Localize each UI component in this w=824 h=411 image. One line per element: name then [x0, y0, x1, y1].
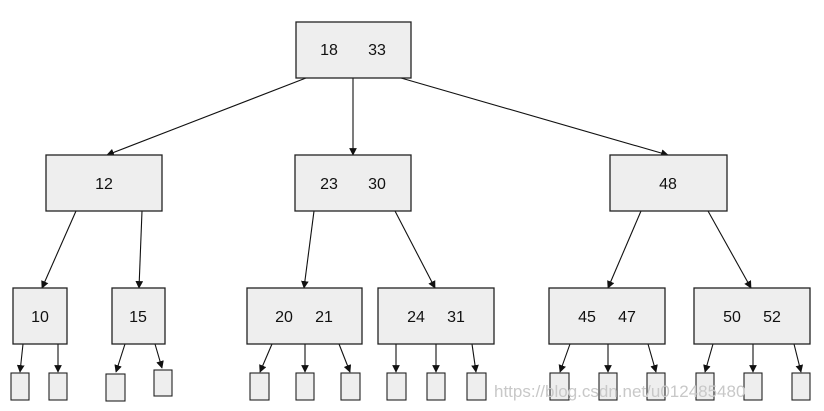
node-23-30: 23 30	[294, 154, 412, 212]
edge-arrow-7	[394, 210, 436, 289]
edge-arrow-4	[41, 210, 77, 289]
root-key-2: 33	[368, 42, 386, 59]
edge-arrow-12	[114, 343, 126, 373]
node-20-21-box	[246, 287, 363, 345]
node-23-30-key-2: 30	[368, 176, 386, 193]
leaf-node-11	[549, 372, 570, 401]
node-50-52-key-2: 52	[763, 309, 781, 326]
node-10: 10	[12, 287, 68, 345]
node-24-31-key-1: 24	[407, 309, 425, 326]
node-15: 15	[111, 287, 166, 345]
edge-arrow-20	[558, 343, 571, 373]
root-node-box	[295, 21, 412, 79]
node-20-21-key-2: 21	[315, 309, 333, 326]
node-20-21: 20 21	[246, 287, 363, 345]
tree-edges	[16, 77, 804, 373]
leaf-node-2	[48, 372, 68, 401]
edge-arrow-23	[703, 343, 714, 373]
node-23-30-box	[294, 154, 412, 212]
node-10-key: 10	[31, 309, 49, 326]
node-15-box	[111, 287, 166, 345]
node-12-box	[45, 154, 163, 212]
leaf-node-12	[598, 372, 618, 401]
root-key-1: 18	[320, 42, 338, 59]
leaf-node-9	[426, 372, 446, 401]
edge-arrow-14	[259, 343, 273, 373]
node-24-31-box	[377, 287, 495, 345]
node-45-47-box	[548, 287, 666, 345]
edge-arrow-19	[471, 343, 479, 373]
leaf-nodes	[10, 369, 811, 402]
edge-arrow-25	[793, 343, 804, 373]
node-48-key: 48	[659, 176, 677, 193]
node-48: 48	[609, 154, 728, 212]
edge-arrow-1	[106, 77, 307, 157]
leaf-node-4	[153, 369, 173, 397]
edge-arrow-9	[707, 210, 752, 289]
node-50-52-box	[693, 287, 811, 345]
leaf-node-5	[249, 372, 270, 401]
leaf-node-10	[466, 372, 487, 401]
leaf-node-8	[386, 372, 407, 401]
leaf-node-13	[646, 372, 666, 401]
leaf-node-7	[340, 372, 361, 401]
leaf-node-1	[10, 372, 30, 401]
node-10-box	[12, 287, 68, 345]
node-15-key: 15	[129, 309, 147, 326]
node-45-47-key-2: 47	[618, 309, 636, 326]
edge-arrow-8	[607, 210, 642, 289]
node-50-52: 50 52	[693, 287, 811, 345]
leaf-node-3	[105, 373, 126, 402]
leaf-node-16	[791, 372, 811, 401]
leaf-node-15	[743, 372, 763, 401]
node-20-21-key-1: 20	[275, 309, 293, 326]
watermark-text: https://blog.csdn.net/u012485480	[494, 382, 745, 401]
edge-arrow-16	[338, 343, 352, 373]
node-24-31: 24 31	[377, 287, 495, 345]
node-48-box	[609, 154, 728, 212]
node-50-52-key-1: 50	[723, 309, 741, 326]
node-23-30-key-1: 23	[320, 176, 338, 193]
leaf-node-14	[695, 372, 715, 401]
node-24-31-key-2: 31	[447, 309, 465, 326]
edge-arrow-13	[154, 343, 164, 369]
edge-arrow-22	[647, 343, 658, 373]
edge-arrow-5	[135, 210, 144, 289]
edge-arrow-10	[16, 343, 25, 373]
node-12-key: 12	[95, 176, 113, 193]
edge-arrow-3	[400, 77, 669, 157]
node-45-47-key-1: 45	[578, 309, 596, 326]
edge-arrow-6	[301, 210, 315, 289]
leaf-node-6	[295, 372, 315, 401]
node-12: 12	[45, 154, 163, 212]
node-45-47: 45 47	[548, 287, 666, 345]
root-node: 18 33	[295, 21, 412, 79]
